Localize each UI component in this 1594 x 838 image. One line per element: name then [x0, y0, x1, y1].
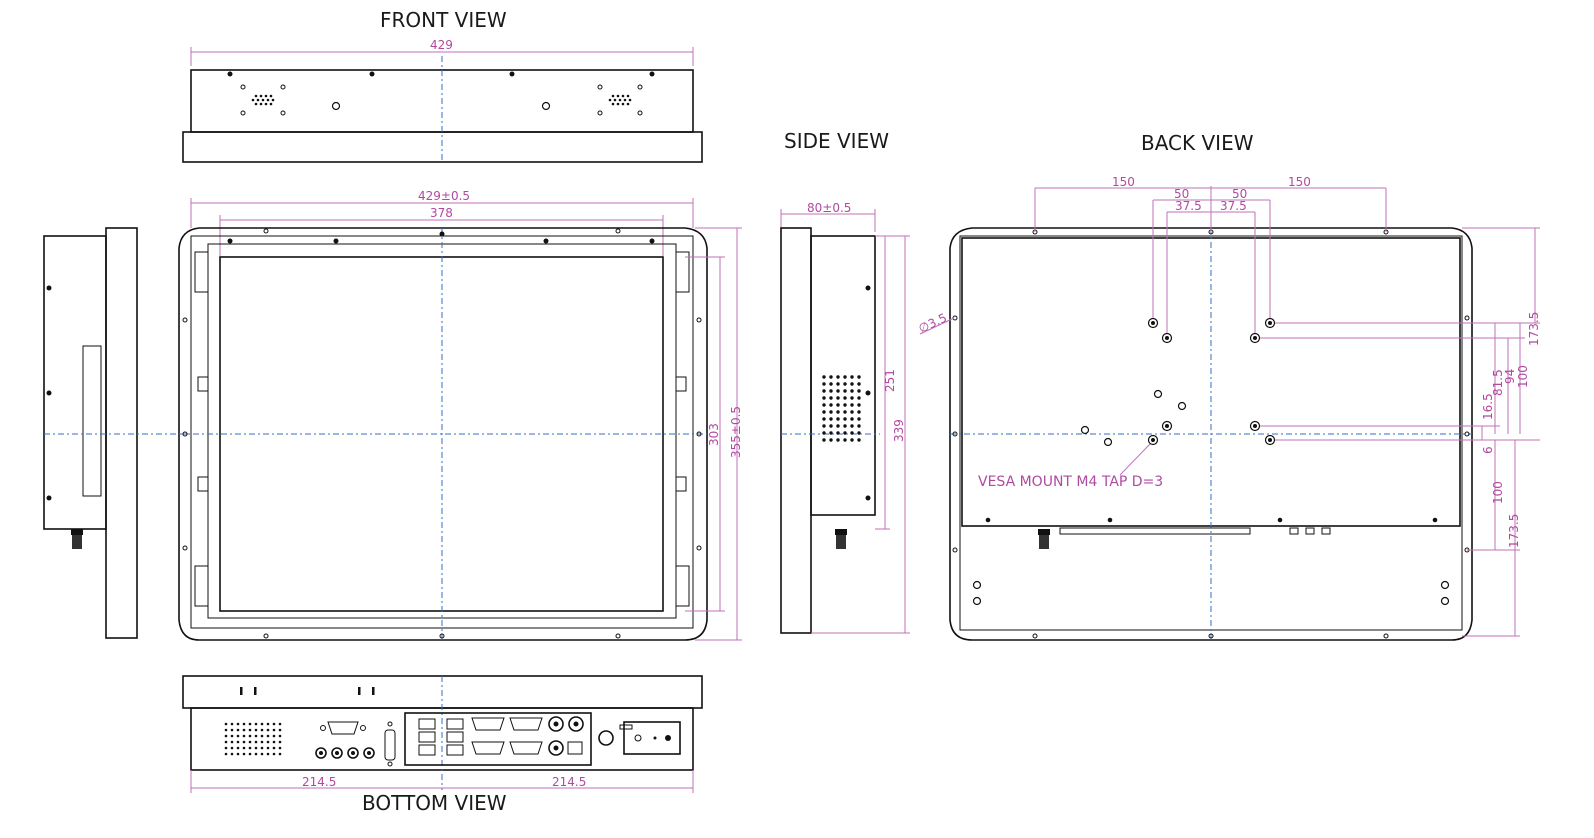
dim-hole-diameter: ∅3.5 — [916, 311, 949, 336]
top-view: 429 — [182, 38, 703, 163]
dim-back-100-bottom: 100 — [1491, 481, 1505, 504]
vga-port — [320, 721, 366, 735]
bottom-view: 214.5 214.5 — [182, 675, 703, 793]
vesa-holes — [1147, 317, 1276, 446]
left-side-view — [43, 227, 190, 639]
parallel-port — [384, 729, 396, 761]
bottom-view-title: BOTTOM VIEW — [362, 791, 507, 815]
dim-back-6: 6 — [1481, 446, 1495, 454]
dim-back-37-5-right: 37.5 — [1220, 199, 1247, 213]
front-view-title: FRONT VIEW — [380, 8, 507, 32]
speaker-grille-right — [597, 84, 643, 116]
dim-front-h-inner: 303 — [707, 423, 721, 446]
dim-back-150-left: 150 — [1112, 175, 1135, 189]
dim-side-h2: 339 — [892, 419, 906, 442]
dim-side-h1: 251 — [883, 369, 897, 392]
power-connector — [623, 721, 681, 755]
side-vent-grille — [822, 375, 861, 442]
front-view: 429±0.5 378 303 355±0.5 — [178, 189, 743, 641]
dim-bottom-right: 214.5 — [552, 775, 586, 789]
dim-back-50-left: 50 — [1174, 187, 1189, 201]
dim-back-81-5: 81.5 — [1491, 369, 1505, 396]
dim-bottom-left: 214.5 — [302, 775, 336, 789]
bottom-vent-grille — [224, 722, 282, 756]
dim-back-150-right: 150 — [1288, 175, 1311, 189]
dim-back-173-5-top: 173.5 — [1527, 312, 1541, 346]
dim-front-h-outer: 355±0.5 — [729, 406, 743, 458]
audio-jacks — [315, 747, 375, 759]
dim-back-94: 94 — [1503, 369, 1517, 384]
back-view-title: BACK VIEW — [1141, 131, 1254, 155]
speaker-grille-left — [240, 84, 286, 116]
dim-top-width: 429 — [430, 38, 453, 52]
back-view: 150 150 50 50 37.5 37.5 ∅3.5 173.5 100 9… — [916, 175, 1541, 641]
dim-front-width: 429±0.5 — [418, 189, 470, 203]
power-button-icon — [598, 730, 614, 746]
io-panel — [404, 712, 592, 766]
dim-side-depth: 80±0.5 — [807, 201, 851, 215]
dim-back-50-right: 50 — [1232, 187, 1247, 201]
vesa-mount-note: VESA MOUNT M4 TAP D=3 — [978, 474, 1163, 490]
side-view: 80±0.5 251 33 — [780, 201, 910, 634]
dim-front-inner: 378 — [430, 206, 453, 220]
dim-back-173-5-bottom: 173.5 — [1507, 514, 1521, 548]
dim-back-16-5: 16.5 — [1481, 393, 1495, 420]
dim-back-100-top: 100 — [1516, 365, 1530, 388]
side-view-title: SIDE VIEW — [784, 129, 889, 153]
dim-back-37-5-left: 37.5 — [1175, 199, 1202, 213]
